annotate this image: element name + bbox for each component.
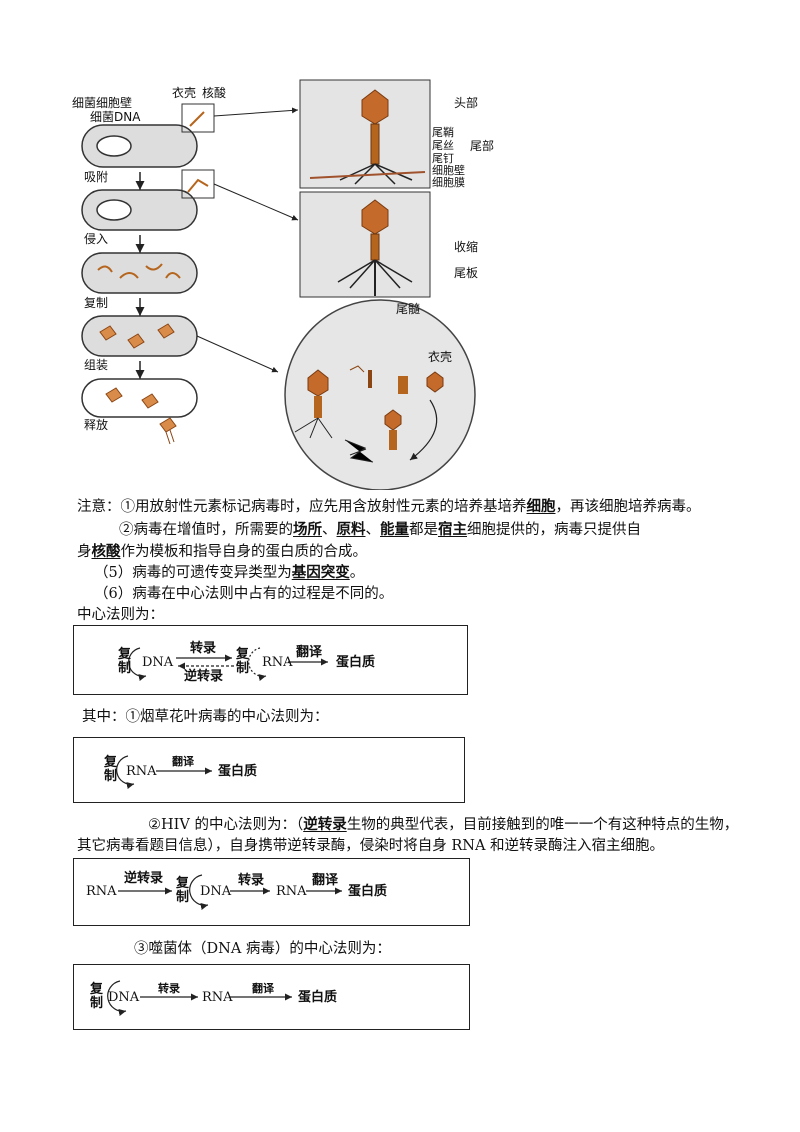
note-5-suffix: 。 <box>349 565 365 581</box>
label-cell-wall-2: 细胞壁 <box>432 164 465 177</box>
hiv-dna: DNA <box>200 884 232 899</box>
label-cell-membrane: 细胞膜 <box>432 176 465 189</box>
phage-injection-panel <box>299 191 431 298</box>
label-tail-fiber: 尾丝 <box>432 139 454 152</box>
general-dna: DNA <box>142 655 174 670</box>
hiv-arrows <box>118 874 342 910</box>
general-reverse-transcribe: 逆转录 <box>184 669 224 684</box>
label-tail-core: 尾髓 <box>396 302 421 316</box>
general-protein: 蛋白质 <box>336 655 376 670</box>
note-2-line2: 身核酸作为模板和指导自身的蛋白质的合成。 <box>77 542 367 562</box>
note-2-text2: 都是 <box>409 522 438 538</box>
label-tail-sheath: 尾鞘 <box>432 126 454 139</box>
note-5-text: （5）病毒的可遗传变异类型为 <box>94 565 292 581</box>
phage-rna: RNA <box>202 990 233 1005</box>
hiv-intro-line2: 其它病毒看题目信息），自身携带逆转录酶，侵染时将自身 RNA 和逆转录酶注入宿主… <box>77 838 665 854</box>
label-cell-wall: 细菌细胞壁 <box>72 96 133 110</box>
bacterium-invasion <box>81 169 215 231</box>
hiv-protein: 蛋白质 <box>348 884 388 899</box>
tmv-translate: 翻译 <box>172 755 194 768</box>
label-contract: 收缩 <box>454 240 479 254</box>
note-1-answer: 细胞 <box>526 498 556 515</box>
label-head: 头部 <box>454 96 479 110</box>
note-2-answer-site: 场所 <box>293 521 322 538</box>
hiv-replicate-label: 复制 <box>176 876 190 905</box>
general-rna-replicate-label: 复制 <box>236 647 250 676</box>
phage-structure-panel <box>299 79 431 189</box>
note-2-text: ②病毒在增值时，所需要的 <box>119 522 293 538</box>
hiv-rna-start: RNA <box>86 884 117 899</box>
phage-transcribe: 转录 <box>158 982 180 995</box>
bacterium-release <box>81 378 198 445</box>
hiv-answer-reverse: 逆转录 <box>303 816 347 833</box>
hiv-intro-line1: ②HIV 的中心法则为：（逆转录生物的典型代表，目前接触到的唯一一个有这种特点的… <box>148 815 738 835</box>
phage-dna: DNA <box>108 990 140 1005</box>
phage-box: 复制 DNA 转录 RNA 翻译 蛋白质 <box>73 964 470 1030</box>
note-2-text3: 细胞提供的，病毒只提供自 <box>467 522 641 538</box>
label-coat: 衣壳 <box>172 86 197 100</box>
label-step-adsorb: 吸附 <box>84 170 109 184</box>
tmv-arrows <box>116 755 212 790</box>
hiv-rna: RNA <box>276 884 307 899</box>
note-2-answer-host: 宿主 <box>438 521 467 538</box>
label-step-replicate: 复制 <box>84 296 109 310</box>
tmv-intro: 其中：①烟草花叶病毒的中心法则为： <box>82 709 329 725</box>
note-2-line2-text: 身 <box>77 544 92 560</box>
phage-translate: 翻译 <box>252 982 274 995</box>
note-2: ②病毒在增值时，所需要的场所、原料、能量都是宿主细胞提供的，病毒只提供自 <box>119 520 641 540</box>
tmv-replicate-label: 复制 <box>104 755 118 784</box>
hiv-reverse-transcribe: 逆转录 <box>124 871 164 886</box>
general-rna: RNA <box>262 655 293 670</box>
label-step-release: 释放 <box>84 418 109 432</box>
general-replicate-label: 复制 <box>118 647 132 676</box>
tmv-rna: RNA <box>126 764 157 779</box>
central-dogma-box: 复制 DNA 转录 逆转录 复制 RNA 翻译 蛋白质 <box>73 625 468 695</box>
phage-arrows <box>107 980 292 1016</box>
label-coat-2: 衣壳 <box>428 350 453 364</box>
note-6: （6）病毒在中心法则中占有的过程是不同的。 <box>94 586 394 602</box>
hiv-box: RNA 逆转录 复制 DNA 转录 RNA 翻译 蛋白质 <box>73 858 470 926</box>
general-translate: 翻译 <box>296 645 323 660</box>
note-2-answer-energy: 能量 <box>380 521 409 538</box>
tmv-box: 复制 RNA 翻译 蛋白质 <box>73 737 465 803</box>
figure-drawing <box>81 79 476 491</box>
note-5: （5）病毒的可遗传变异类型为基因突变。 <box>94 563 364 583</box>
central-dogma-title: 中心法则为： <box>77 607 164 623</box>
note-1: 注意：①用放射性元素标记病毒时，应先用含放射性元素的培养基培养细胞，再该细胞培养… <box>77 497 701 517</box>
note-2-sep1: 、 <box>322 522 337 538</box>
label-nucleic-acid: 核酸 <box>202 86 227 100</box>
hiv-translate: 翻译 <box>312 873 339 888</box>
hiv-intro-text2: 生物的典型代表，目前接触到的唯一一个有这种特点的生物， <box>346 817 739 833</box>
note-2-line2-text2: 作为模板和指导自身的蛋白质的合成。 <box>120 544 368 560</box>
note-2-sep2: 、 <box>365 522 381 538</box>
phage-intro: ③噬菌体（DNA 病毒）的中心法则为： <box>134 941 391 957</box>
note-1-suffix: ，再该细胞培养病毒。 <box>555 499 701 515</box>
tmv-protein: 蛋白质 <box>218 764 258 779</box>
hiv-transcribe: 转录 <box>238 873 265 888</box>
label-tail-plate: 尾板 <box>454 266 479 280</box>
label-step-assemble: 组装 <box>84 358 109 372</box>
general-transcribe: 转录 <box>190 641 217 656</box>
label-tail: 尾部 <box>470 139 495 153</box>
label-step-invade: 侵入 <box>84 232 109 246</box>
phage-assembly-circle <box>284 299 476 491</box>
hiv-intro-text: ②HIV 的中心法则为：（ <box>148 817 304 833</box>
central-dogma-arrows <box>128 647 328 682</box>
label-tail-pin: 尾钉 <box>432 152 454 165</box>
bacterium-adsorption <box>81 103 215 168</box>
label-bacterial-dna: 细菌DNA <box>90 110 141 124</box>
note-5-answer: 基因突变 <box>291 564 350 581</box>
phage-replicate-label: 复制 <box>90 982 104 1011</box>
bacterium-assembly <box>81 315 198 357</box>
phage-protein: 蛋白质 <box>298 990 338 1005</box>
bacterium-replication <box>81 252 198 294</box>
phage-lifecycle-figure: 细菌细胞壁 细菌DNA 衣壳 核酸 吸附 侵入 复制 组装 释放 头部 尾鞘 尾… <box>70 60 494 491</box>
note-2-answer-nucleic: 核酸 <box>91 543 121 560</box>
note-1-text: 注意：①用放射性元素标记病毒时，应先用含放射性元素的培养基培养 <box>77 499 527 515</box>
note-2-answer-material: 原料 <box>336 521 366 538</box>
